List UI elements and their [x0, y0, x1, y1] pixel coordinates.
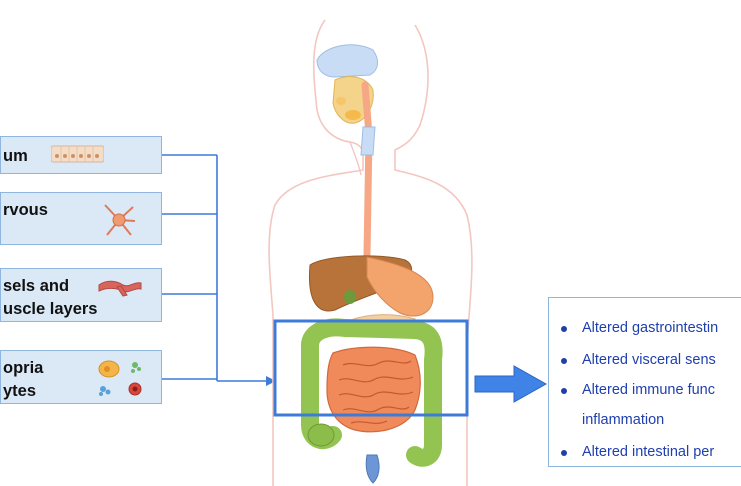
immune-cells-icon [95, 357, 147, 399]
digestive-system-illustration [268, 19, 473, 486]
connector-arrowhead [266, 376, 276, 386]
epithelial-cells-icon [50, 142, 105, 166]
layer-box-lamina-propria: opria ytes [0, 350, 162, 404]
outcome-text: Altered visceral sens [582, 352, 716, 368]
outcomes-box: Altered gastrointestin Altered visceral … [548, 297, 741, 467]
layer-box-epithelium: um [0, 136, 162, 174]
gallbladder [344, 290, 356, 304]
layer-label-lamina-propria: opria ytes [3, 359, 44, 400]
rectum [365, 454, 380, 484]
blood-vessel-icon [97, 275, 143, 297]
bullet-icon [561, 450, 567, 456]
outcome-text-continued: inflammation [582, 412, 665, 428]
bullet-icon [561, 358, 567, 364]
stomach [366, 256, 434, 317]
layer-label-vessels: sels and uscle layers [3, 277, 98, 318]
nasal-cavity [316, 44, 378, 78]
neuron-icon [101, 201, 137, 239]
outcome-text: Altered immune func [582, 382, 715, 398]
small-intestine [326, 346, 421, 433]
esophagus [361, 81, 373, 259]
layer-label-epithelium: um [3, 147, 28, 165]
outcome-text: Altered intestinal per [582, 444, 715, 460]
bullet-icon [561, 388, 567, 394]
outcome-arrow [474, 365, 548, 403]
layer-box-nervous: rvous [0, 192, 162, 245]
large-intestine [301, 318, 443, 467]
bullet-icon [561, 326, 567, 332]
cecum [307, 423, 335, 447]
body-outline-right [394, 24, 473, 486]
intestine-highlight-box [273, 319, 469, 417]
trachea [360, 126, 376, 156]
layer-label-nervous: rvous [3, 201, 48, 219]
salivary-gland [345, 110, 361, 120]
layer-box-vessels: sels and uscle layers [0, 268, 162, 322]
outcome-text: Altered gastrointestin [582, 320, 719, 336]
